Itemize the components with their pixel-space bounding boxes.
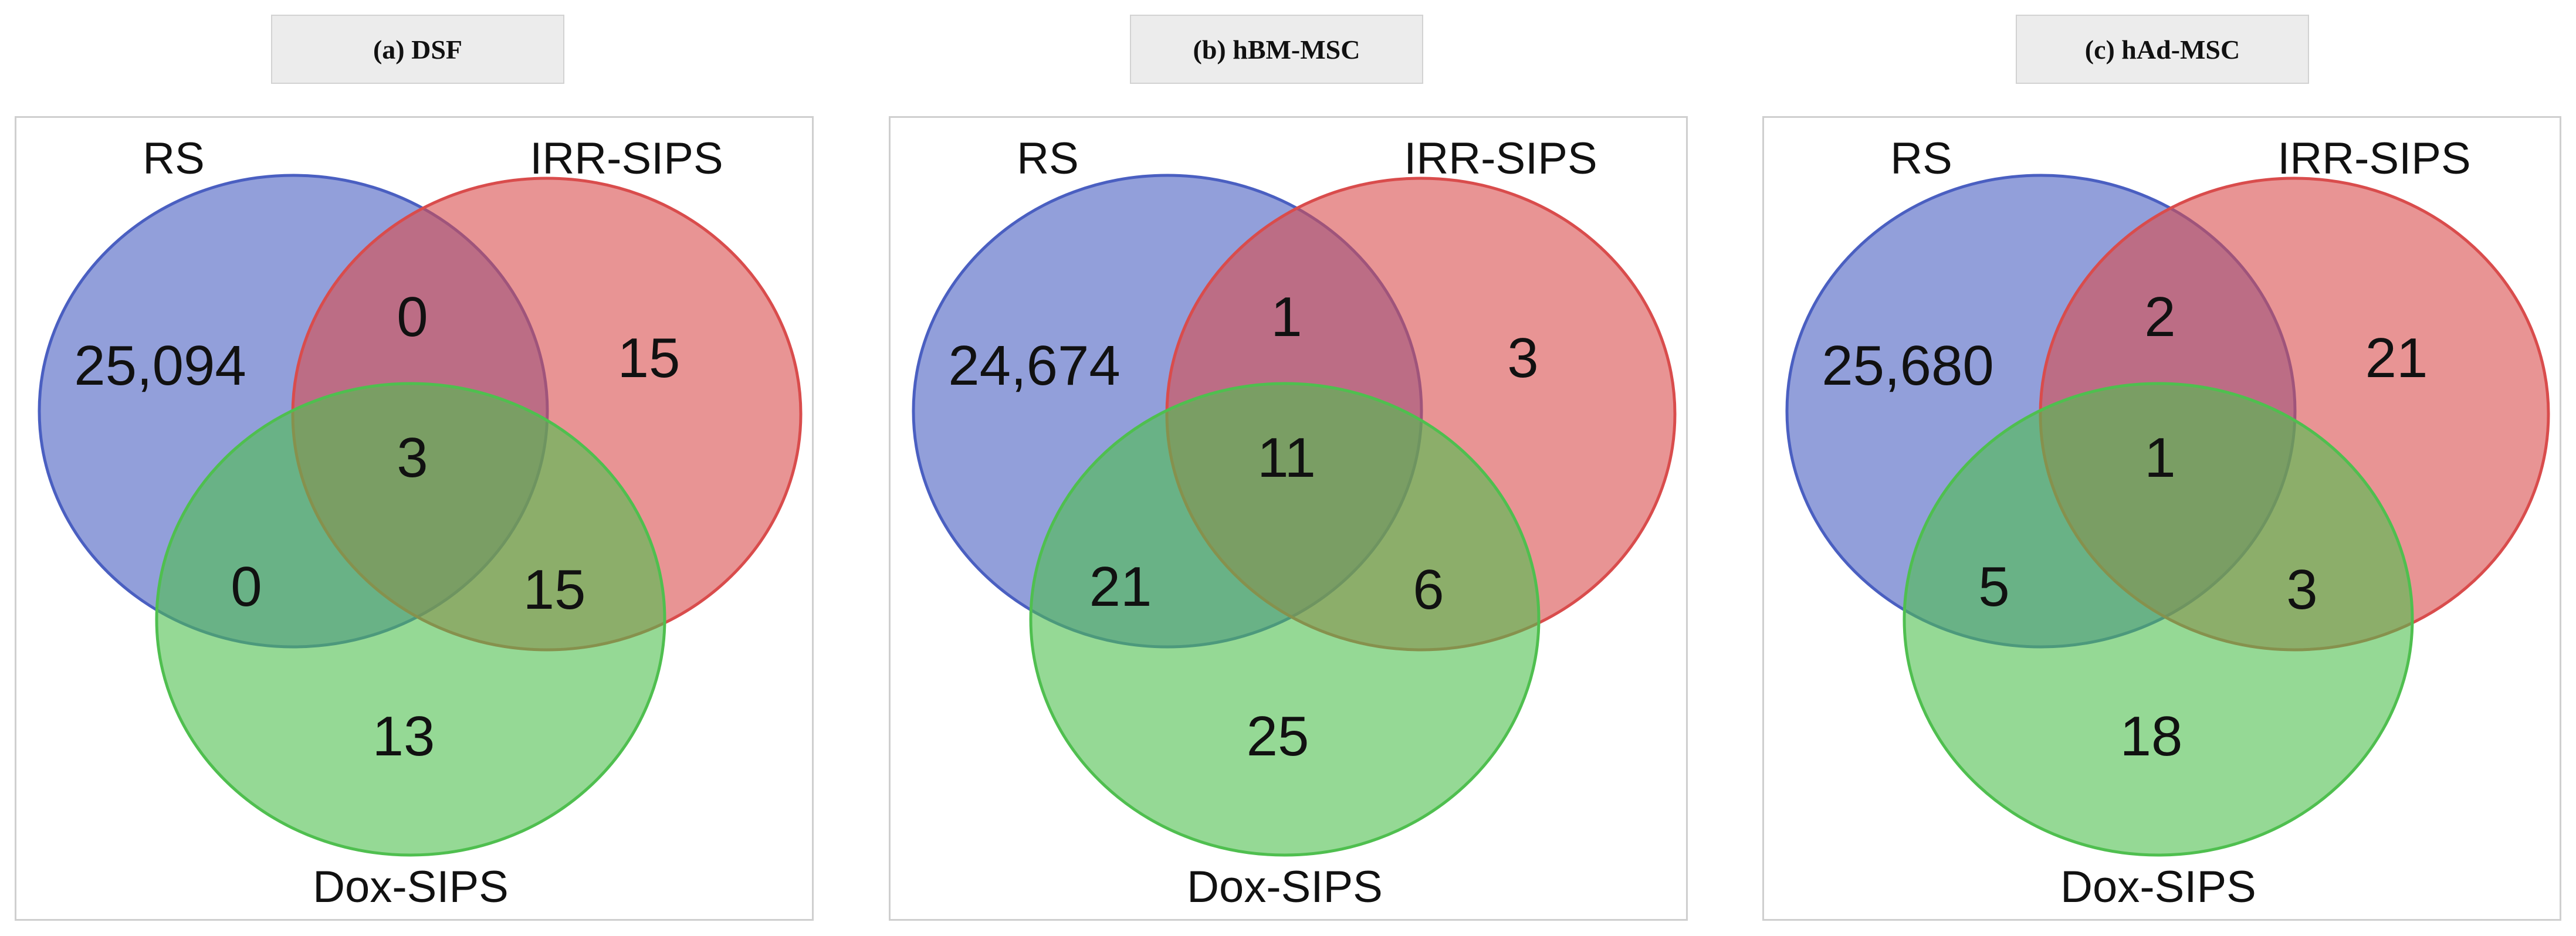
panel-a-title: (a) DSF [271, 15, 564, 84]
set-label-dox-sips: Dox-SIPS [2060, 862, 2256, 912]
region-dox-sips-only: 18 [2120, 705, 2183, 768]
venn-diagram-c: RS IRR-SIPS Dox-SIPS 25,680 21 18 2 5 3 … [1785, 134, 2550, 912]
region-all-three: 11 [1257, 426, 1316, 489]
region-irr-sips-only: 21 [2365, 327, 2428, 389]
panel-c-title: (c) hAd-MSC [2016, 15, 2309, 84]
region-irr-sips-only: 15 [618, 327, 681, 389]
circle-dox-sips [1029, 382, 1541, 857]
region-rs-irr-sips: 0 [397, 286, 428, 348]
panel-b-venn: RS IRR-SIPS Dox-SIPS 24,674 3 25 1 21 6 … [889, 116, 1688, 921]
venn-diagram-a: RS IRR-SIPS Dox-SIPS 25,094 15 13 0 0 15… [38, 134, 803, 912]
set-label-irr-sips: IRR-SIPS [1404, 134, 1597, 184]
set-label-rs: RS [1017, 134, 1079, 184]
region-dox-sips-only: 13 [373, 705, 435, 768]
region-all-three: 3 [397, 426, 428, 489]
region-irr-sips-only: 3 [1507, 327, 1538, 389]
region-rs-only: 25,680 [1822, 334, 1994, 397]
panel-b-title: (b) hBM-MSC [1130, 15, 1423, 84]
set-label-irr-sips: IRR-SIPS [2277, 134, 2470, 184]
set-label-dox-sips: Dox-SIPS [313, 862, 509, 912]
region-rs-irr-sips: 1 [1271, 286, 1302, 348]
region-all-three: 1 [2144, 426, 2175, 489]
region-dox-sips-only: 25 [1247, 705, 1309, 768]
venn-diagram-b: RS IRR-SIPS Dox-SIPS 24,674 3 25 1 21 6 … [912, 134, 1677, 912]
set-label-rs: RS [143, 134, 205, 184]
circle-dox-sips [155, 382, 666, 857]
set-label-dox-sips: Dox-SIPS [1187, 862, 1383, 912]
region-irr-sips-dox-sips: 6 [1413, 558, 1444, 621]
panel-a-venn: RS IRR-SIPS Dox-SIPS 25,094 15 13 0 0 15… [15, 116, 814, 921]
region-irr-sips-dox-sips: 15 [523, 558, 586, 621]
region-rs-only: 24,674 [948, 334, 1121, 397]
set-label-irr-sips: IRR-SIPS [530, 134, 723, 184]
region-rs-dox-sips: 21 [1089, 555, 1152, 618]
region-rs-irr-sips: 2 [2144, 286, 2175, 348]
region-rs-dox-sips: 5 [1978, 555, 2009, 618]
set-label-rs: RS [1890, 134, 1952, 184]
panel-c-venn: RS IRR-SIPS Dox-SIPS 25,680 21 18 2 5 3 … [1762, 116, 2561, 921]
circle-dox-sips [1903, 382, 2414, 857]
region-rs-only: 25,094 [74, 334, 246, 397]
region-irr-sips-dox-sips: 3 [2286, 558, 2317, 621]
region-rs-dox-sips: 0 [231, 555, 262, 618]
